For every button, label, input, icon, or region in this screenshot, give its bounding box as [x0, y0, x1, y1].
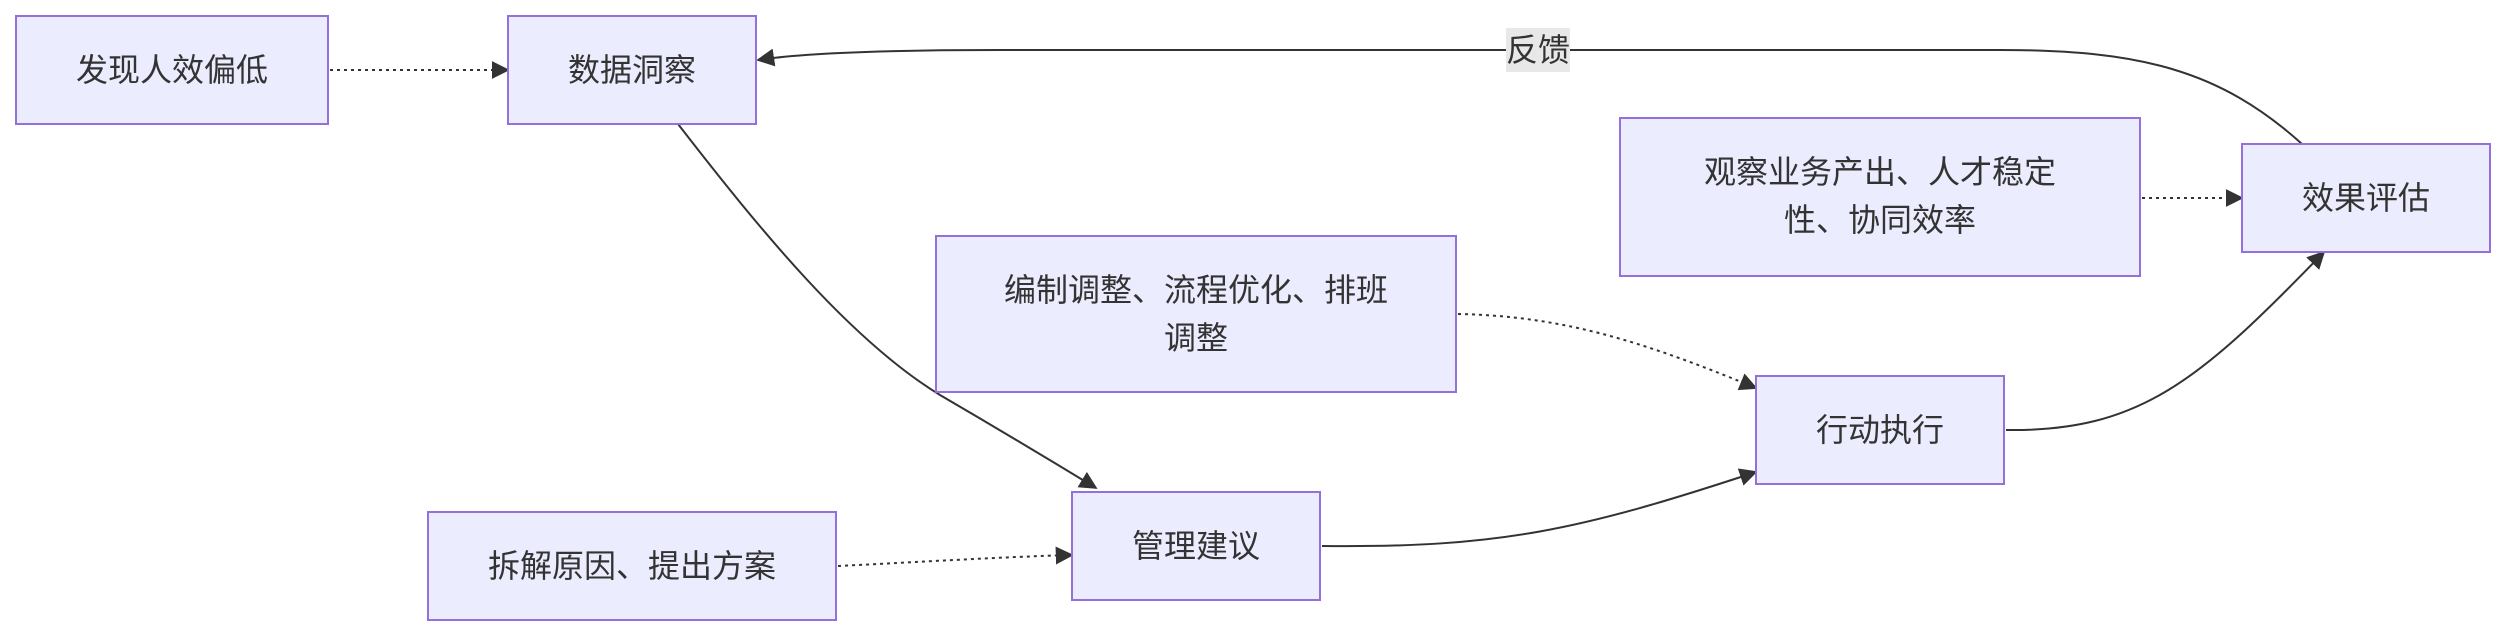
node-adjust-label-line2: 调整 [1164, 319, 1228, 357]
node-discover-low-efficiency[interactable]: 发现人效偏低 [15, 15, 329, 125]
feedback-label: 反馈 [1506, 28, 1570, 72]
node-execute-label: 行动执行 [1816, 411, 1944, 449]
node-action-execution[interactable]: 行动执行 [1755, 375, 2005, 485]
node-observe-output[interactable]: 观察业务产出、人才稳定 性、协同效率 [1619, 117, 2141, 277]
node-observe-label-line2: 性、协同效率 [1784, 201, 1976, 239]
node-evaluate-label: 效果评估 [2302, 179, 2430, 217]
edge-breakdown-to-advice [837, 546, 1074, 567]
node-observe-box [1619, 117, 2141, 277]
node-evaluate-box [2241, 143, 2491, 253]
node-advice-label: 管理建议 [1132, 527, 1260, 565]
nodes: 发现人效偏低 数据洞察 拆解原因、提出方案 管理建议 编制调整、流程优化、排班 … [15, 15, 2491, 621]
node-adjust-box [935, 235, 1457, 393]
feedback-label-text: 反馈 [1506, 31, 1570, 69]
node-discover-box [15, 15, 329, 125]
node-observe-label-line1: 观察业务产出、人才稳定 [1704, 153, 2056, 191]
node-breakdown-label: 拆解原因、提出方案 [488, 547, 776, 585]
node-breakdown-box [427, 511, 837, 621]
node-discover-label: 发现人效偏低 [76, 51, 268, 89]
node-breakdown-causes[interactable]: 拆解原因、提出方案 [427, 511, 837, 621]
node-advice-box [1071, 491, 1321, 601]
edge-advice-to-execute [1321, 468, 1758, 548]
edges: 反馈 [330, 28, 2326, 567]
node-execute-box [1755, 375, 2005, 485]
node-staffing-adjustment[interactable]: 编制调整、流程优化、排班 调整 [935, 235, 1457, 393]
node-management-advice[interactable]: 管理建议 [1071, 491, 1321, 601]
node-data-insight[interactable]: 数据洞察 [507, 15, 757, 125]
node-insight-label: 数据洞察 [568, 51, 696, 89]
node-insight-box [507, 15, 757, 125]
edge-adjust-to-execute [1457, 313, 1758, 391]
feedback-label-bg [1506, 28, 1570, 72]
node-adjust-label-line1: 编制调整、流程优化、排班 [1004, 271, 1388, 309]
edge-evaluate-to-insight-feedback [756, 48, 2303, 145]
node-effect-evaluation[interactable]: 效果评估 [2241, 143, 2491, 253]
edge-execute-to-evaluate [2005, 250, 2326, 432]
edge-insight-to-advice [677, 123, 1098, 489]
